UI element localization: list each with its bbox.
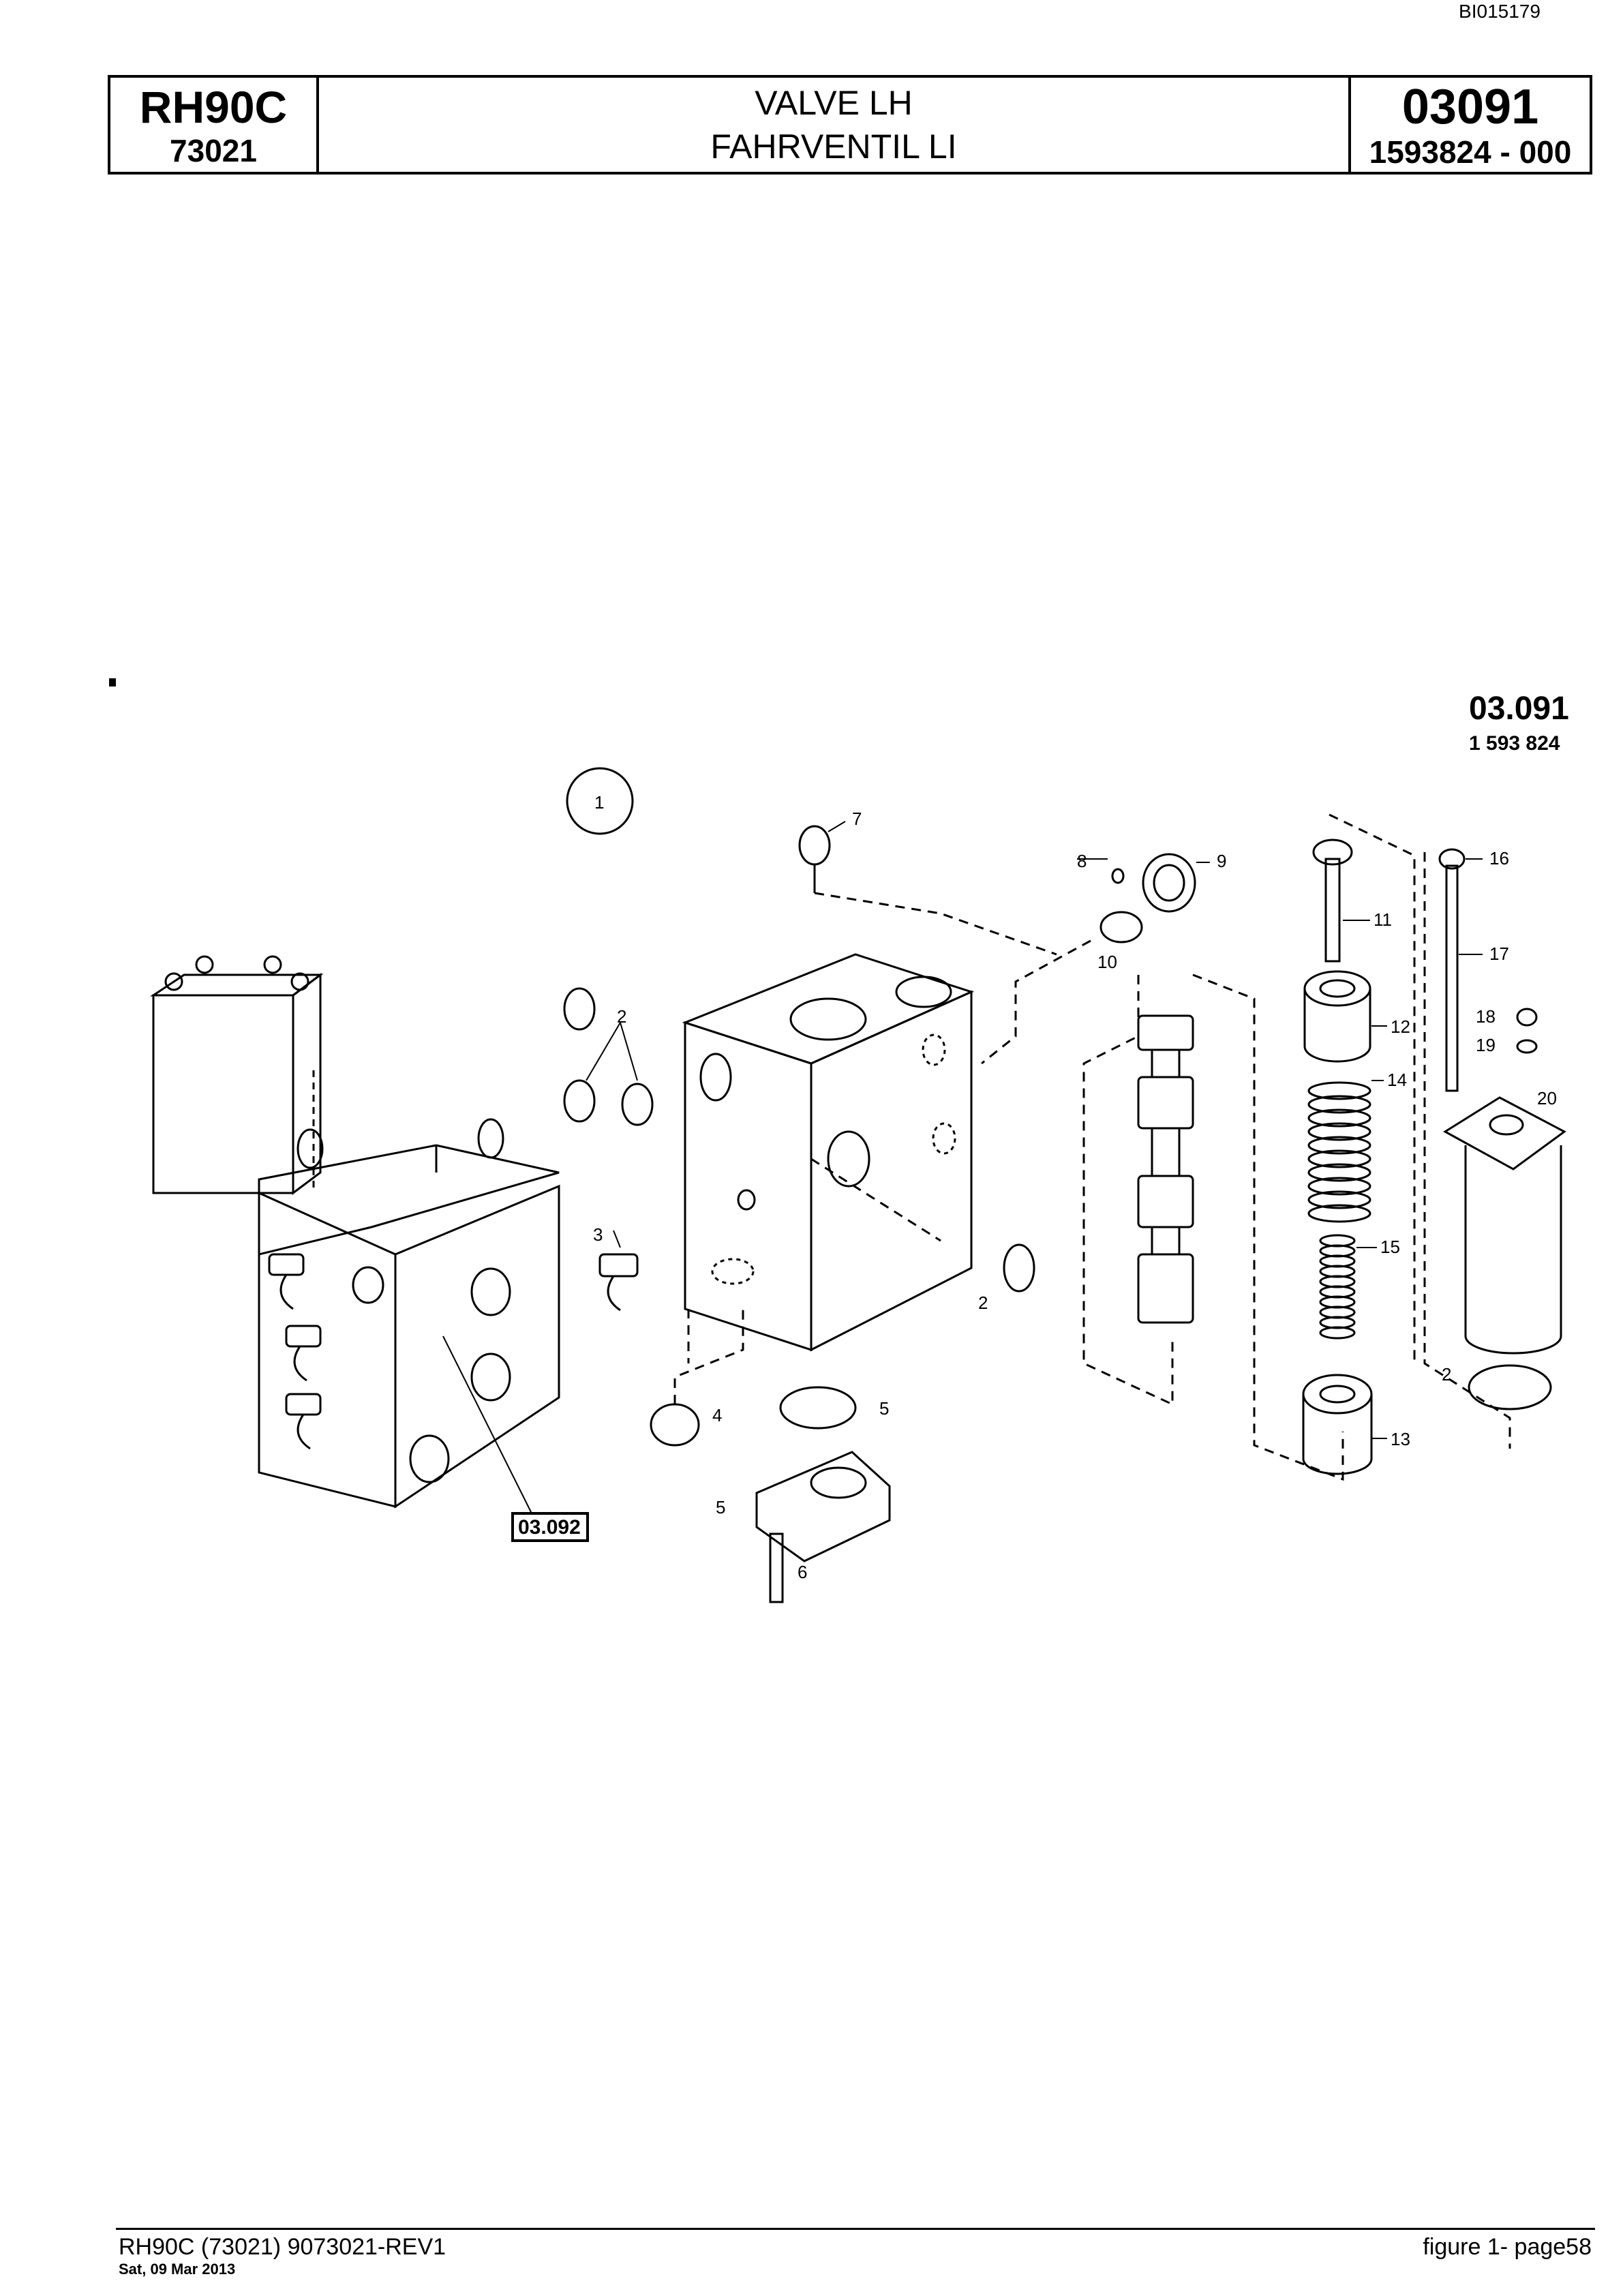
callout-7: 6 <box>798 1562 807 1582</box>
callout-14: 14 <box>1387 1070 1407 1090</box>
section-number: 03091 <box>1401 80 1539 134</box>
callout-2b: 2 <box>978 1293 988 1313</box>
spring-housing <box>1443 1096 1566 1355</box>
title-block: RH90C 73021 VALVE LH FAHRVENTIL LI 03091… <box>108 75 1592 175</box>
figure-number: 03.091 <box>1469 691 1569 727</box>
title-german: FAHRVENTIL LI <box>710 127 957 166</box>
reference-box-label: 03.092 <box>518 1516 581 1539</box>
callout-16: 16 <box>1489 848 1509 868</box>
footer-document: RH90C (73021) 9073021-REV1 <box>119 2234 446 2260</box>
callout-11: 10 <box>1097 952 1117 972</box>
section-cell: 03091 1593824 - 000 <box>1351 78 1590 172</box>
valve-assembly-left: 03.092 <box>150 955 589 1542</box>
footer-page: figure 1- page58 <box>1423 2234 1592 2260</box>
callout-9: 8 <box>1077 851 1087 871</box>
footer-rule <box>116 2228 1595 2230</box>
title-cell: VALVE LH FAHRVENTIL LI <box>319 78 1351 172</box>
exploded-view-diagram: 03.091 1 593 824 <box>150 691 1569 1603</box>
callout-8: 7 <box>852 809 862 829</box>
callout-19: 19 <box>1476 1035 1496 1055</box>
callout-2a: 2 <box>617 1006 626 1027</box>
callout-4: 4 <box>712 1405 722 1425</box>
kit-callout-circle <box>566 767 634 835</box>
mark <box>109 678 116 686</box>
callout-13a: 12 <box>1391 1016 1410 1037</box>
model-cell: RH90C 73021 <box>110 78 319 172</box>
callout-13b: 13 <box>1391 1429 1410 1449</box>
spool <box>1082 973 1344 1481</box>
callout-17: 17 <box>1489 943 1509 964</box>
title-english: VALVE LH <box>755 84 913 122</box>
model-number: 73021 <box>170 133 257 168</box>
callout-5a: 5 <box>879 1398 889 1419</box>
valve-block-center <box>682 953 975 1363</box>
callout-20: 20 <box>1537 1088 1557 1108</box>
callout-6: 5 <box>716 1497 725 1517</box>
callout-12: 11 <box>1374 909 1392 930</box>
callout-1: 1 <box>594 792 604 813</box>
callout-15: 15 <box>1380 1237 1400 1257</box>
part-number: 1593824 - 000 <box>1369 134 1572 170</box>
spring-large <box>1307 1081 1371 1223</box>
callout-18: 18 <box>1476 1006 1496 1027</box>
model-name: RH90C <box>139 82 288 132</box>
figure-part-number: 1 593 824 <box>1469 732 1560 755</box>
spring-small <box>1319 1234 1356 1340</box>
callout-10: 9 <box>1217 851 1226 871</box>
footer-date: Sat, 09 Mar 2013 <box>119 2261 236 2278</box>
callout-3: 3 <box>593 1224 603 1245</box>
document-id: BI015179 <box>1459 1 1541 22</box>
